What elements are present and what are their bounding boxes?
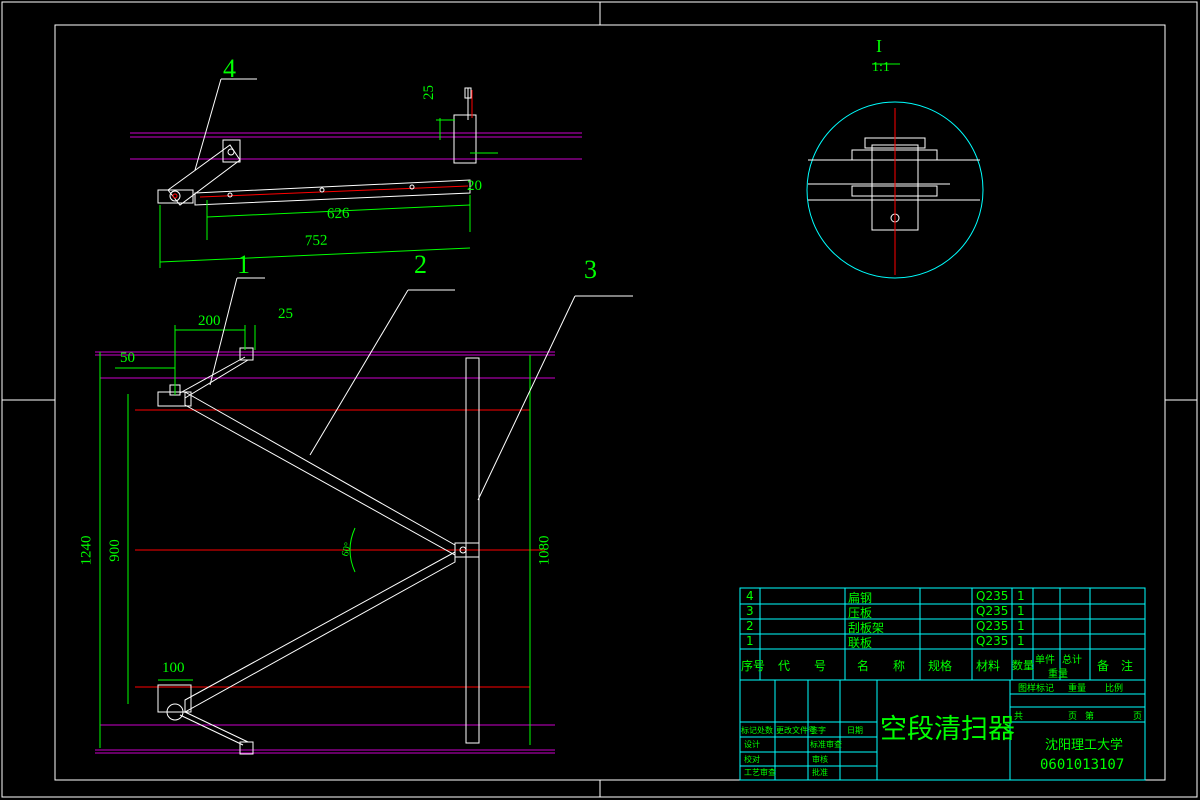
pivot-circle bbox=[166, 703, 184, 721]
hole-mark bbox=[319, 187, 325, 193]
scraper-bar-top bbox=[194, 179, 471, 206]
scraper-frame-lower bbox=[184, 551, 456, 713]
link-arm bbox=[184, 359, 249, 399]
hole-mark bbox=[409, 184, 415, 190]
main-view bbox=[95, 277, 633, 755]
top-view bbox=[130, 78, 582, 268]
link-arm bbox=[179, 714, 244, 746]
bolt-head bbox=[464, 87, 472, 99]
pin-center bbox=[172, 193, 178, 199]
bolt-head bbox=[239, 741, 254, 755]
bolt-head bbox=[239, 347, 254, 361]
callout-leader bbox=[309, 289, 409, 456]
title-block bbox=[739, 587, 1146, 781]
top-view-dimensions bbox=[159, 118, 498, 268]
center-line bbox=[199, 185, 469, 198]
scraper-frame-upper bbox=[184, 391, 456, 556]
callout-leader bbox=[194, 78, 222, 171]
bracket-top bbox=[222, 139, 241, 163]
base-plate-top bbox=[157, 189, 194, 204]
detail-view bbox=[806, 63, 984, 279]
callout-leader bbox=[209, 277, 238, 386]
joint-block bbox=[454, 542, 480, 558]
link-arm bbox=[184, 711, 249, 743]
joint-pin bbox=[459, 546, 467, 554]
rail-lines bbox=[95, 351, 555, 754]
angle-arc bbox=[349, 527, 356, 573]
pin-circle bbox=[169, 190, 181, 202]
detail-circle bbox=[806, 101, 984, 279]
pressure-plate-top bbox=[453, 114, 477, 164]
main-view-dimensions bbox=[99, 325, 531, 748]
bolt-hole bbox=[227, 148, 235, 156]
hole-mark bbox=[227, 192, 233, 198]
callout-leader bbox=[477, 295, 576, 501]
link-plate-lower bbox=[157, 684, 192, 713]
